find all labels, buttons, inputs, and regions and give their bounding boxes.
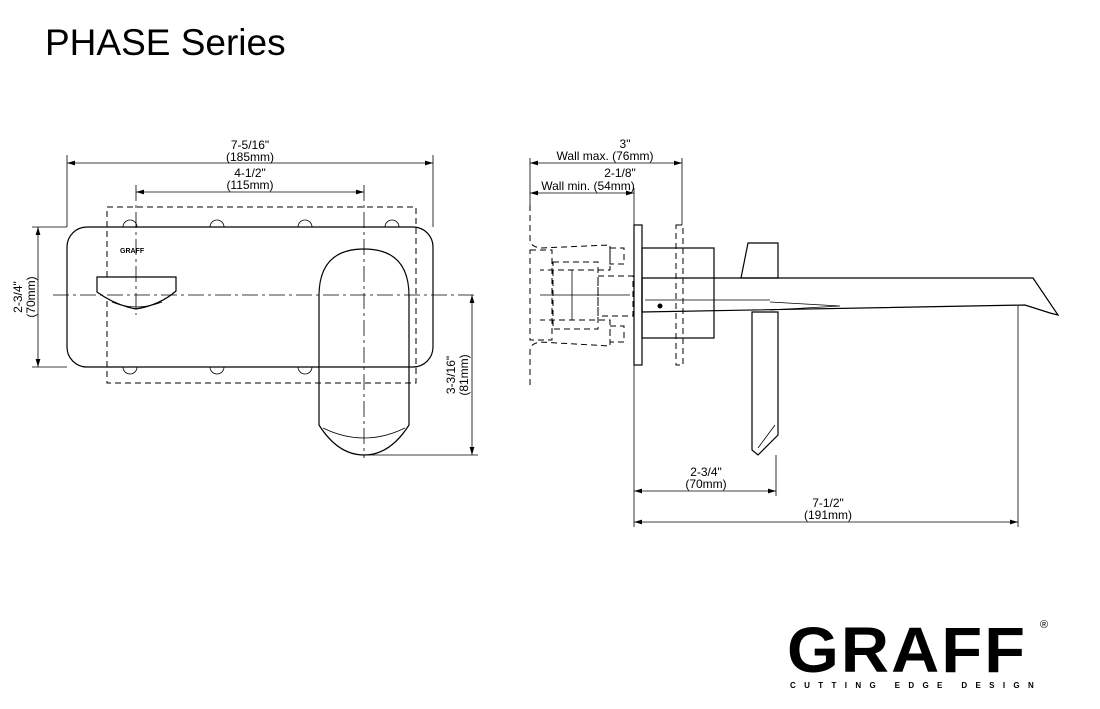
- wall-min-metric: Wall min. (54mm): [541, 179, 635, 193]
- wall-max-metric: Wall max. (76mm): [557, 149, 654, 163]
- page-title: PHASE Series: [45, 22, 286, 63]
- aerator-screw: [657, 303, 663, 309]
- side-body: [641, 247, 715, 339]
- spout-side: [641, 277, 1060, 316]
- plate-height-metric: (70mm): [24, 276, 38, 317]
- center-spacing-imperial: 4-1/2": [234, 166, 266, 180]
- handle-lever: [751, 311, 779, 456]
- center-spacing-metric: (115mm): [226, 178, 273, 192]
- brand-name: GRAFF: [787, 614, 1027, 686]
- front-view: GRAFF 7-5/16" (185mm) 4-1/2" (115mm) 2-3…: [11, 138, 478, 458]
- graff-logo: GRAFF ® CUTTING EDGE DESIGN: [787, 614, 1048, 690]
- registered-mark: ®: [1040, 619, 1048, 631]
- handle-top: [740, 242, 779, 279]
- handle-drop-metric: (81mm): [457, 354, 471, 395]
- max-wall-outline: [675, 224, 684, 366]
- handle-projection-metric: (70mm): [685, 477, 726, 491]
- wall-max-imperial: 3": [620, 137, 631, 151]
- handle-projection-imperial: 2-3/4": [690, 465, 722, 479]
- brand-tagline: CUTTING EDGE DESIGN: [790, 681, 1040, 690]
- spout-front: [96, 276, 177, 310]
- side-view: 3" Wall max. (76mm) 2-1/8" Wall min. (54…: [529, 137, 1060, 527]
- valve-body-hidden: [529, 205, 634, 385]
- plate-logo: GRAFF: [120, 248, 145, 255]
- overall-width-imperial: 7-5/16": [231, 138, 269, 152]
- plate-height-imperial: 2-3/4": [11, 281, 25, 313]
- spout-reach-metric: (191mm): [804, 508, 852, 522]
- overall-width-metric: (185mm): [226, 150, 274, 164]
- mounting-holes: [122, 219, 400, 375]
- side-wall-plate: [633, 224, 643, 366]
- wall-plate: [66, 226, 434, 368]
- spout-reach-imperial: 7-1/2": [812, 496, 844, 510]
- handle-drop-imperial: 3-3/16": [444, 356, 458, 394]
- wall-min-imperial: 2-1/8": [604, 166, 636, 180]
